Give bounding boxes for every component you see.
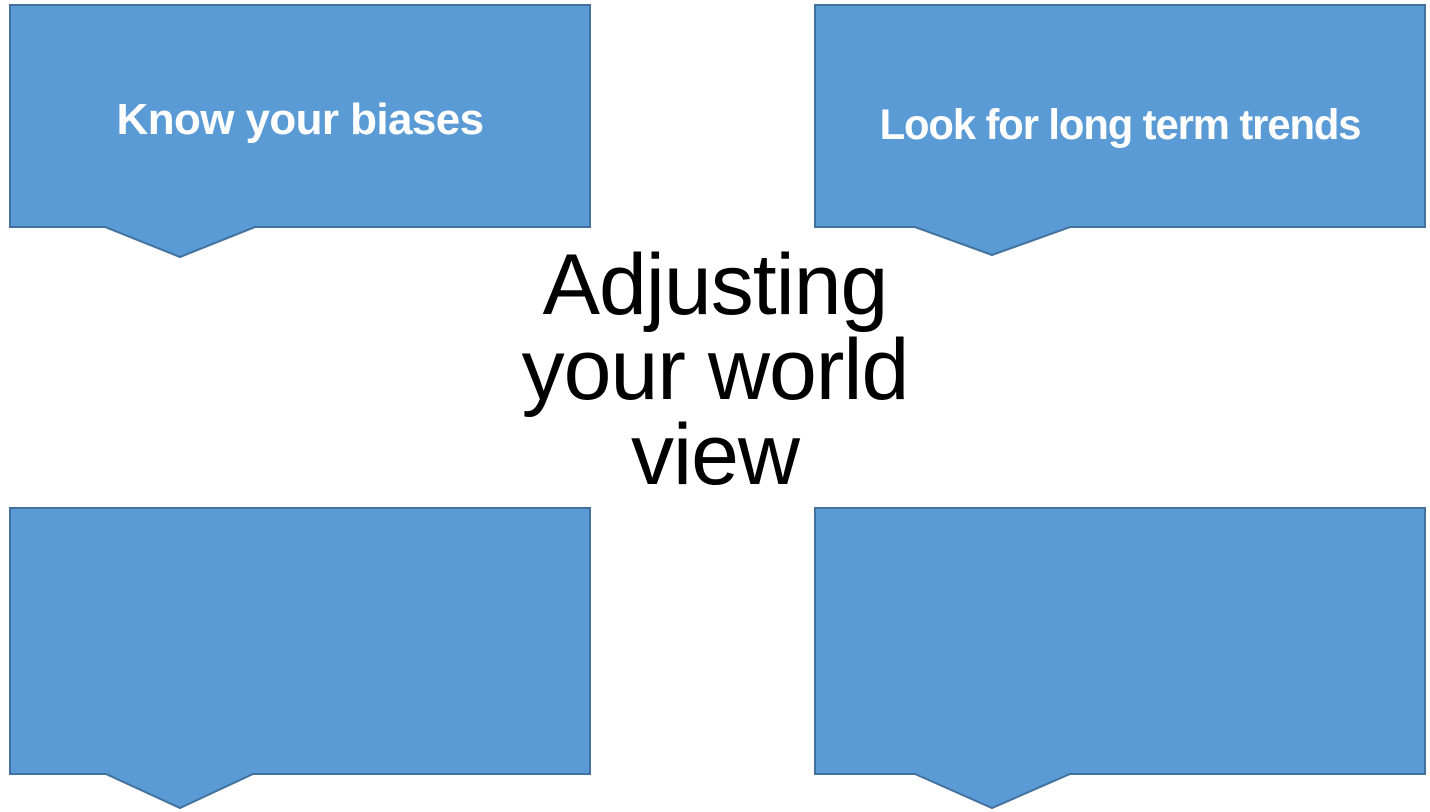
callout-outline-path	[9, 507, 591, 810]
callout-find-out-yourself[interactable]: Find out for yourself	[814, 507, 1426, 810]
center-title: Adjusting your world view	[455, 237, 975, 504]
center-title-line-1: Adjusting	[542, 237, 889, 333]
callout-outline-path	[814, 507, 1426, 810]
callout-long-term-trends[interactable]: Look for long term trends	[814, 4, 1426, 258]
down-arrow-callout-shape	[814, 4, 1426, 257]
callout-outline-path	[9, 4, 591, 259]
down-arrow-callout-shape	[9, 507, 591, 810]
callout-know-your-biases[interactable]: Know your biases	[9, 4, 591, 260]
callout-keep-up-to-date[interactable]: Keep up to date	[9, 507, 591, 810]
center-title-line-2: your world	[521, 322, 910, 419]
down-arrow-callout-shape	[9, 4, 591, 259]
center-title-line-3: view	[630, 407, 800, 504]
callout-outline-path	[814, 4, 1426, 257]
down-arrow-callout-shape	[814, 507, 1426, 810]
